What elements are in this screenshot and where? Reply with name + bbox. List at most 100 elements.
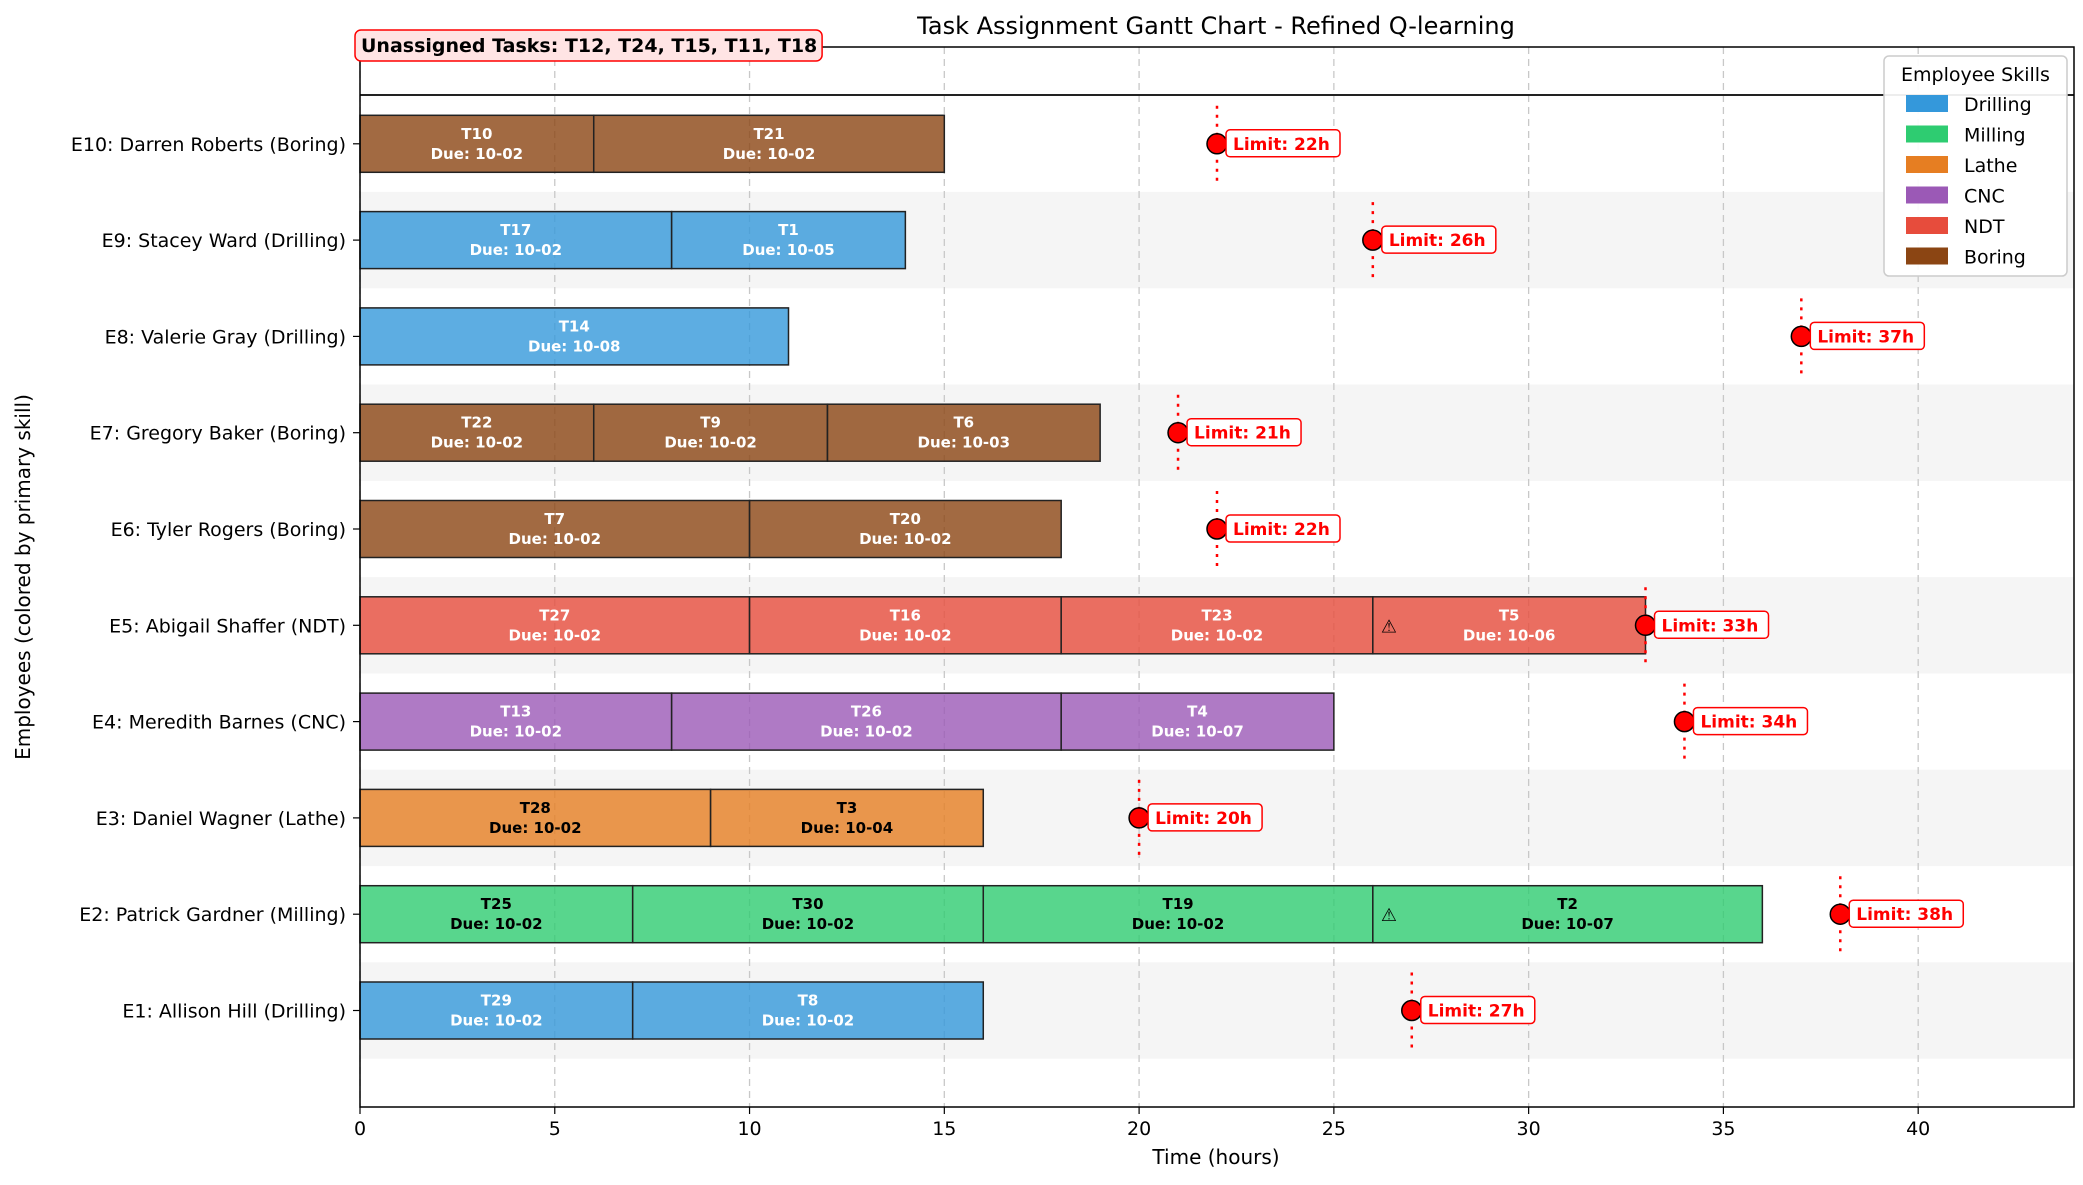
task-bar [1372, 884, 1764, 944]
limit-label: Limit: 22h [1233, 520, 1330, 540]
task-bar [982, 884, 1374, 944]
task-id-label: T3 [837, 799, 858, 817]
limit-label: Limit: 26h [1389, 231, 1486, 251]
task-due-label: Due: 10-02 [859, 530, 952, 548]
limit-marker [1167, 421, 1189, 444]
x-tick-label: 35 [1711, 1118, 1735, 1140]
task-due-label: Due: 10-02 [470, 723, 563, 741]
task-bar [359, 307, 790, 366]
unassigned-tasks-label: Unassigned Tasks: T12, T24, T15, T11, T1… [361, 35, 817, 57]
x-tick-label: 15 [932, 1118, 956, 1140]
limit-marker [1673, 710, 1696, 733]
limit-marker [1206, 518, 1228, 540]
task-due-label: Due: 10-03 [918, 434, 1011, 452]
legend-swatch [1906, 217, 1948, 234]
task-bar [748, 499, 1062, 559]
task-due-label: Due: 10-02 [470, 241, 563, 259]
legend-label: Drilling [1964, 94, 2032, 116]
task-id-label: T1 [778, 221, 799, 239]
task-due-label: Due: 10-02 [489, 819, 582, 837]
limit-marker [1401, 999, 1423, 1022]
task-due-label: Due: 10-04 [801, 819, 894, 837]
plot-frame [359, 46, 2075, 1108]
limit-marker [1634, 614, 1657, 637]
limit-label-box [1420, 995, 1536, 1025]
legend-label: Lathe [1964, 155, 2017, 177]
task-id-label: T10 [461, 125, 492, 143]
task-bar [592, 403, 829, 462]
limit-label: Limit: 27h [1428, 1002, 1525, 1022]
y-tick-label: E5: Abigail Shaffer (NDT) [109, 615, 346, 637]
task-bar [359, 403, 595, 462]
limit-label-box [1809, 321, 1926, 351]
legend-title: Employee Skills [1901, 64, 2050, 86]
y-tick-label: E4: Meredith Barnes (CNC) [92, 712, 346, 734]
legend-swatch [1906, 95, 1948, 112]
task-due-label: Due: 10-02 [450, 915, 543, 933]
task-due-label: Due: 10-02 [509, 626, 602, 644]
task-id-label: T22 [461, 414, 492, 432]
warning-icon: ⚠ [1381, 905, 1397, 926]
task-bar [670, 210, 907, 270]
task-id-label: T16 [890, 606, 921, 624]
task-bar [359, 210, 673, 270]
legend-swatch [1906, 125, 1948, 143]
legend-label: CNC [1964, 186, 2005, 208]
task-due-label: Due: 10-06 [1463, 626, 1556, 644]
x-tick-label: 25 [1322, 1118, 1346, 1140]
y-axis-label: Employees (colored by primary skill) [11, 394, 35, 760]
limit-label: Limit: 21h [1194, 424, 1291, 444]
task-bar [709, 788, 985, 848]
x-tick-label: 40 [1906, 1118, 1930, 1140]
task-id-label: T6 [953, 414, 974, 432]
task-due-label: Due: 10-02 [431, 434, 524, 452]
task-due-label: Due: 10-05 [742, 241, 835, 259]
task-bar [631, 981, 985, 1040]
y-tick-label: E9: Stacey Ward (Drilling) [102, 230, 346, 252]
task-id-label: T7 [544, 510, 565, 528]
task-due-label: Due: 10-02 [762, 915, 855, 933]
task-bar [359, 596, 751, 655]
task-id-label: T25 [481, 895, 512, 913]
task-due-label: Due: 10-02 [664, 434, 757, 452]
limit-marker [1206, 133, 1228, 155]
task-id-label: T28 [520, 799, 551, 817]
task-bar [748, 596, 1062, 655]
task-due-label: Due: 10-08 [528, 337, 621, 355]
task-bar [359, 788, 712, 848]
task-id-label: T17 [500, 221, 531, 239]
chart-title: Task Assignment Gantt Chart - Refined Q-… [916, 12, 1515, 40]
task-due-label: Due: 10-07 [1151, 723, 1244, 741]
task-bar [592, 114, 946, 174]
task-bar [826, 403, 1101, 462]
limit-label-box [1225, 129, 1341, 158]
task-id-label: T8 [798, 992, 819, 1010]
limit-label-box [1147, 803, 1263, 832]
limit-label: Limit: 20h [1155, 809, 1252, 829]
limit-label: Limit: 34h [1700, 713, 1797, 733]
task-id-label: T5 [1499, 606, 1520, 624]
limit-label: Limit: 38h [1856, 905, 1953, 925]
limit-label-box [1381, 225, 1497, 254]
limit-label-box [1225, 514, 1341, 543]
legend-label: NDT [1964, 216, 2005, 238]
y-tick-label: E10: Darren Roberts (Boring) [71, 134, 346, 156]
legend-label: Boring [1964, 247, 2026, 269]
task-id-label: T4 [1187, 703, 1208, 721]
task-due-label: Due: 10-02 [1171, 626, 1264, 644]
legend-swatch [1906, 186, 1948, 204]
unassigned-tasks-box [354, 29, 823, 62]
task-due-label: Due: 10-02 [431, 145, 524, 163]
task-bar [631, 884, 985, 944]
y-tick-label: E7: Gregory Baker (Boring) [90, 423, 346, 445]
task-bar [359, 114, 595, 174]
warning-icon: ⚠ [1381, 616, 1397, 637]
x-tick-label: 30 [1517, 1118, 1541, 1140]
limit-marker [1829, 903, 1852, 925]
y-tick-label: E6: Tyler Rogers (Boring) [111, 519, 346, 541]
task-bar [359, 981, 634, 1040]
task-due-label: Due: 10-02 [509, 530, 602, 548]
y-tick-label: E2: Patrick Gardner (Milling) [79, 904, 346, 926]
task-due-label: Due: 10-02 [450, 1012, 543, 1030]
